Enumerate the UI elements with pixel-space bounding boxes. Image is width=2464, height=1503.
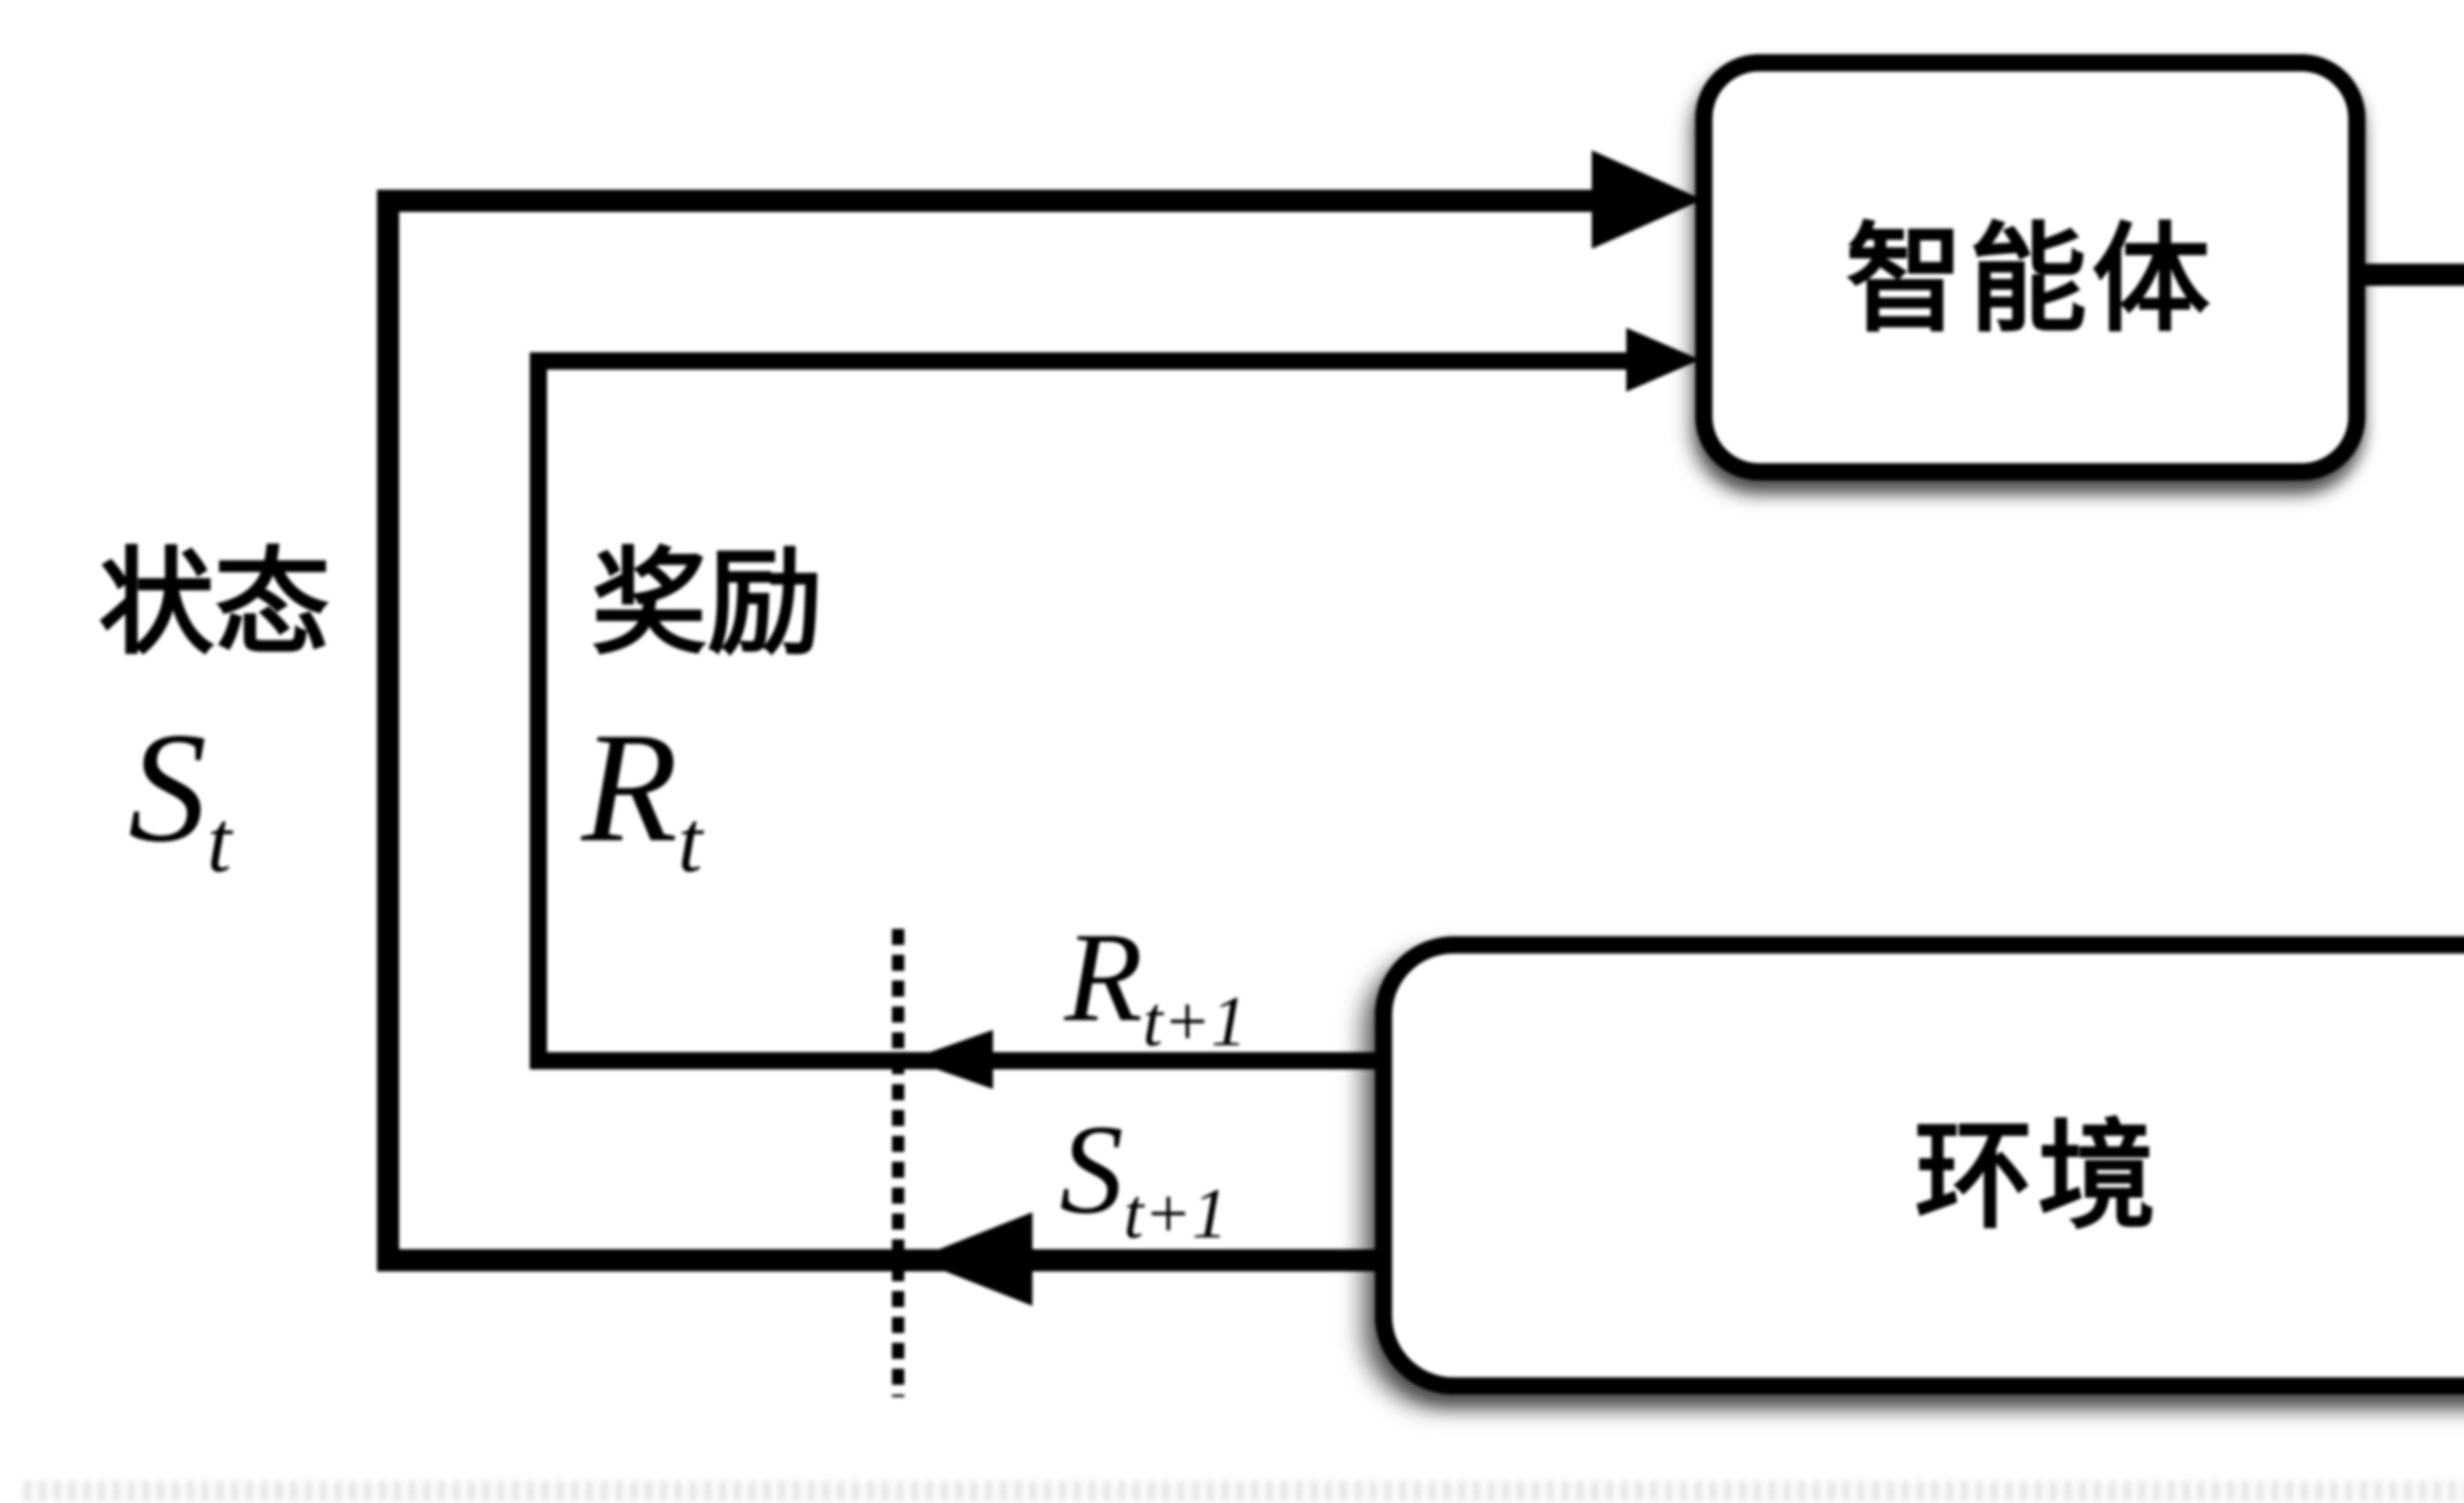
next-reward-subscript: t+1: [1142, 983, 1247, 1062]
state-line-vertical: [377, 190, 399, 1271]
reward-symbol-subscript: t: [678, 792, 703, 891]
environment-label: 环境: [1914, 1114, 2161, 1244]
reward-arrowhead-left-icon: [909, 1030, 993, 1089]
agent-label: 智能体: [1845, 215, 2215, 346]
reward-line-vertical: [530, 352, 547, 1069]
environment-box: 环境: [1375, 936, 2464, 1395]
agent-box: 智能体: [1695, 54, 2365, 480]
reward-line-top: [530, 352, 1631, 370]
state-symbol-subscript: t: [207, 792, 232, 891]
reward-label: 奖励: [591, 542, 823, 670]
next-reward-symbol: Rt+1: [1064, 916, 1247, 1059]
state-line-top: [377, 190, 1594, 212]
reward-symbol: Rt: [582, 709, 702, 886]
time-boundary-dashed-line: [892, 929, 903, 1397]
state-symbol-letter: S: [128, 700, 207, 875]
state-label: 状态: [99, 542, 330, 670]
reward-symbol-letter: R: [582, 700, 678, 875]
state-symbol: St: [128, 709, 232, 886]
arrowhead-right-icon: [1592, 150, 1703, 249]
next-state-symbol: St+1: [1060, 1108, 1228, 1251]
action-line-top: [2365, 264, 2464, 286]
reward-arrowhead-right-icon: [1626, 328, 1700, 392]
next-state-letter: S: [1060, 1101, 1124, 1242]
next-state-subscript: t+1: [1124, 1175, 1228, 1255]
next-reward-letter: R: [1064, 909, 1143, 1050]
arrowhead-left-icon: [914, 1212, 1032, 1306]
state-line-bottom: [377, 1249, 1387, 1271]
cropped-caption-fragment: [25, 1481, 2464, 1501]
